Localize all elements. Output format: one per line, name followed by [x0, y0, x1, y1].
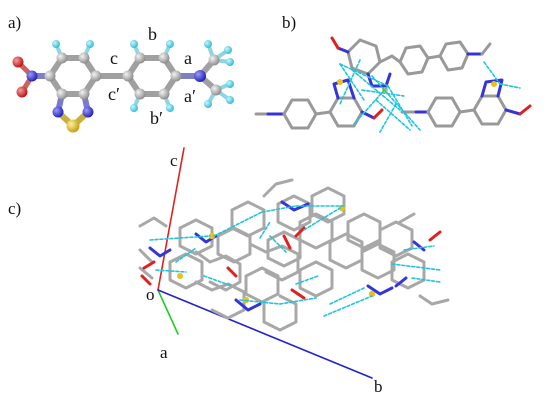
- panel-a-bonds: [15, 42, 232, 129]
- axis-a-line: [157, 289, 179, 335]
- atom-sulfur: [66, 119, 80, 133]
- bond-label-c: c: [110, 48, 118, 68]
- bond-label-c-prime: c′: [108, 84, 120, 104]
- atom-nitrogen: [26, 70, 38, 82]
- hydrogen-atoms: [52, 40, 234, 112]
- atom-nitrogen: [82, 106, 94, 118]
- atom-carbon: [56, 52, 68, 64]
- atom-carbon: [158, 52, 170, 64]
- atom-carbon: [170, 70, 182, 82]
- bond-label-a-prime: a′: [184, 86, 196, 106]
- axis-label-origin: o: [146, 285, 155, 304]
- atom-nitrogen: [194, 70, 206, 82]
- bond-label-b: b: [148, 24, 157, 44]
- panel-b-dimer: [254, 36, 532, 133]
- axis-label-c: c: [170, 151, 178, 170]
- packing-hbond-contacts: [149, 205, 441, 317]
- atom-nitrogen: [52, 106, 64, 118]
- axis-label-a: a: [160, 343, 168, 362]
- atom-carbon: [78, 52, 90, 64]
- atom-carbon: [208, 54, 220, 66]
- panel-c-label: c): [8, 199, 21, 218]
- atom-carbon: [158, 88, 170, 100]
- panel-a-molecule: [12, 40, 234, 133]
- panel-b-label: b): [282, 13, 296, 32]
- panel-c-packing: [138, 147, 450, 379]
- panel-a-label: a): [8, 13, 21, 32]
- atom-carbon: [90, 70, 102, 82]
- atom-carbon: [56, 88, 68, 100]
- packing-molecules: [138, 178, 450, 332]
- bond-label-a: a: [184, 48, 192, 68]
- lower-left-molecule: [254, 78, 384, 130]
- axis-c-line: [157, 147, 185, 291]
- atom-carbon: [122, 70, 134, 82]
- atom-carbon: [78, 88, 90, 100]
- axis-b-line: [157, 289, 373, 379]
- atom-oxygen: [12, 56, 24, 68]
- atom-oxygen: [16, 86, 28, 98]
- panel-a-atoms: [12, 40, 234, 133]
- upper-molecule: [330, 36, 492, 93]
- atom-carbon: [134, 52, 146, 64]
- packing-sulfur: [177, 204, 376, 304]
- lower-right-molecule: [400, 78, 532, 128]
- atom-carbon: [210, 84, 222, 96]
- axis-label-b: b: [374, 377, 383, 396]
- atom-carbon: [134, 88, 146, 100]
- bond-label-b-prime: b′: [150, 108, 163, 128]
- hbond-contacts: [339, 59, 521, 133]
- atom-carbon: [44, 70, 56, 82]
